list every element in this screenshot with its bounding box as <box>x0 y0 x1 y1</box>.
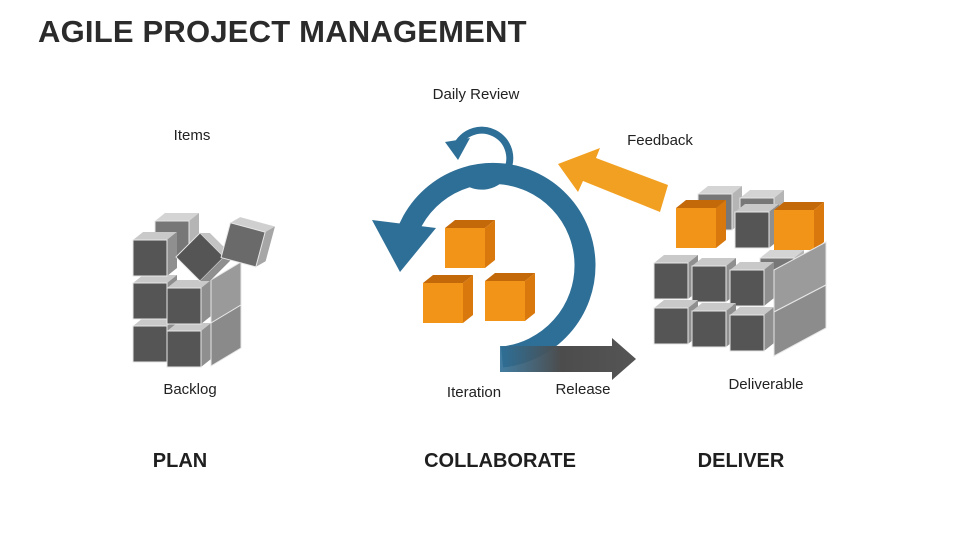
backlog-cubes <box>132 212 275 368</box>
phase-deliver: DELIVER <box>697 450 785 472</box>
items-label: Items <box>173 127 211 144</box>
iteration-cycle-icon <box>372 163 596 368</box>
daily-review-label: Daily Review <box>432 86 520 103</box>
phase-collaborate: COLLABORATE <box>424 450 576 472</box>
iteration-cubes <box>423 220 535 323</box>
page-title: AGILE PROJECT MANAGEMENT <box>38 14 527 49</box>
phase-plan: PLAN <box>152 450 208 472</box>
feedback-arrow <box>558 148 668 212</box>
release-label: Release <box>555 381 611 398</box>
deliverable-cubes <box>653 185 827 357</box>
deliverable-label: Deliverable <box>728 376 804 393</box>
feedback-label: Feedback <box>627 132 693 149</box>
iteration-label: Iteration <box>446 384 502 401</box>
daily-review-icon <box>445 126 514 190</box>
release-arrow <box>500 338 636 380</box>
backlog-label: Backlog <box>163 381 217 398</box>
